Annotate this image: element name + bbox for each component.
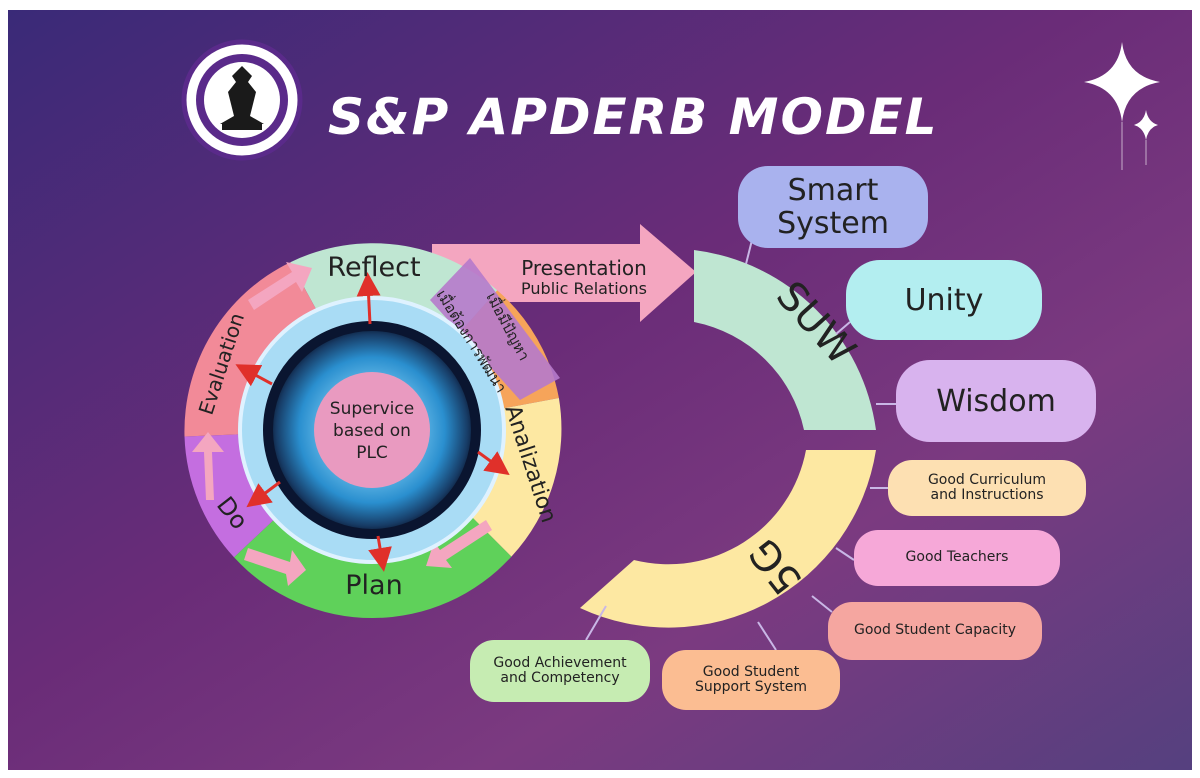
thai-note-banner (430, 258, 560, 400)
sparkle-icon (1084, 42, 1160, 170)
page-title: S&P APDERB MODEL (328, 88, 939, 146)
segment-label: Plan (345, 570, 402, 601)
pill-line: Support System (695, 679, 807, 695)
center-label: based on (333, 421, 411, 441)
segment-evaluation (184, 262, 322, 437)
pill-line: Smart (787, 173, 879, 208)
cycle-pink-arrows (192, 262, 492, 586)
arrow-label-main: Presentation (521, 256, 647, 280)
connector-lines (585, 239, 898, 651)
school-seal-logo (181, 39, 303, 161)
center-circle (314, 372, 430, 488)
pill-line: Unity (904, 282, 984, 318)
pill-line: Good Student (702, 663, 800, 680)
five-g-item-teachers: Good Teachers (854, 530, 1060, 586)
red-arrows (235, 272, 510, 572)
center-label: PLC (356, 443, 388, 463)
five-g-item-student-capacity: Good Student Capacity (828, 602, 1042, 660)
pill-line: Good Achievement (493, 654, 627, 671)
suw-item-wisdom: Wisdom (896, 360, 1096, 442)
pill-line: and Instructions (930, 487, 1044, 503)
center-label: Supervice (330, 399, 414, 419)
suw-item-unity: Unity (846, 260, 1042, 340)
arrow-label-sub: Public Relations (521, 279, 647, 298)
pill-line: Good Curriculum (927, 471, 1047, 488)
segment-analization (467, 398, 562, 557)
pill-line: Wisdom (936, 383, 1056, 419)
pill-line: System (777, 206, 889, 241)
pill-line: and Competency (500, 670, 620, 686)
five-g-band (580, 450, 876, 628)
suw-band (694, 250, 876, 430)
pill-line: Good Teachers (905, 549, 1009, 566)
segment-label: Reflect (327, 252, 420, 283)
pill-line: Good Student Capacity (853, 622, 1017, 639)
